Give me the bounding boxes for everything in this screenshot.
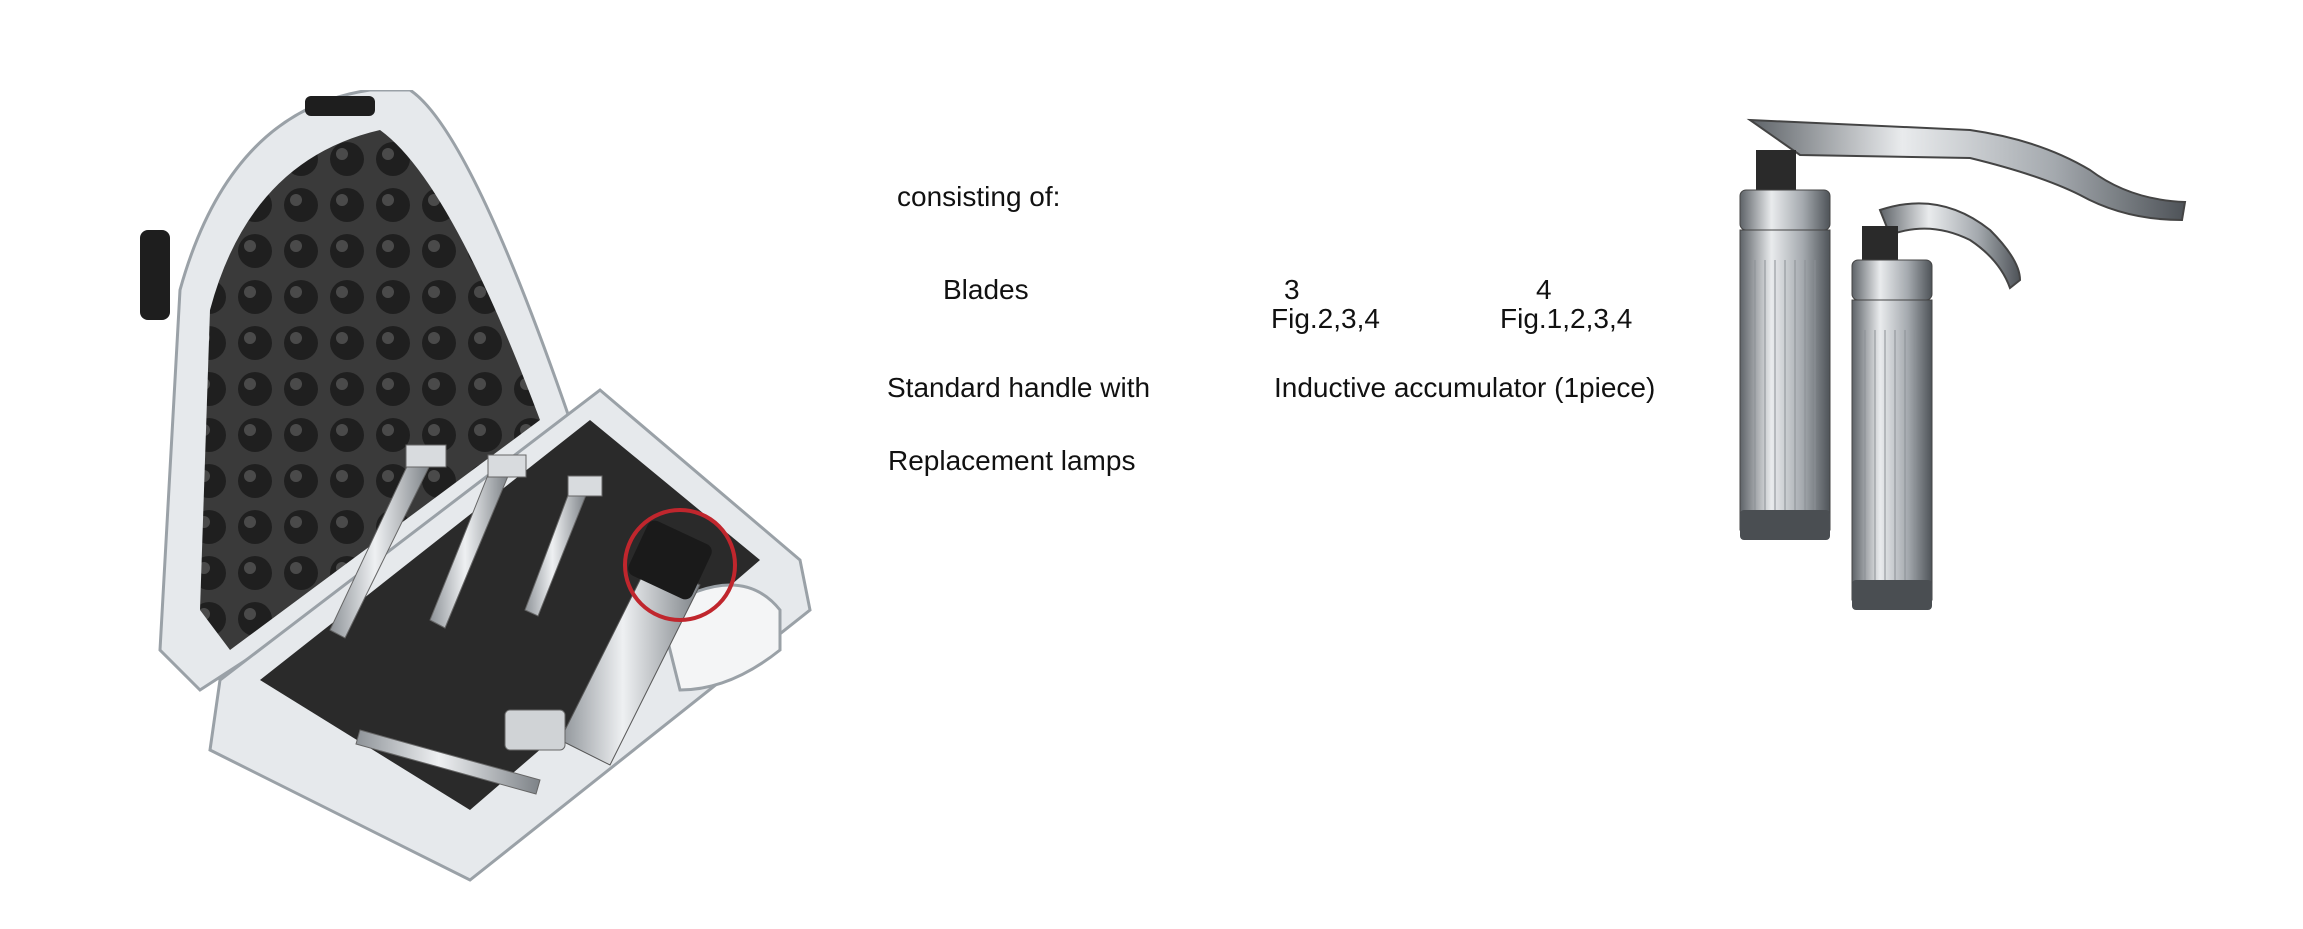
laryngoscope-handles-image (1739, 118, 2187, 610)
case-lid (140, 90, 572, 692)
standard-handle-value: Inductive accumulator (1piece) (1274, 372, 1656, 403)
lid-hinge (140, 230, 170, 320)
blades-col2-figs: Fig.1,2,3,4 (1500, 303, 1633, 334)
blades-in-case (329, 444, 603, 795)
small-handle (1851, 202, 2022, 610)
highlight-circle (623, 508, 737, 622)
blades-label: Blades (943, 274, 1029, 305)
case-handle (658, 583, 782, 692)
blades-col1-number: 3 (1284, 274, 1300, 305)
replacement-lamps-label: Replacement lamps (888, 445, 1136, 476)
small-blade-hinge (1862, 226, 1898, 266)
large-blade-hinge (1756, 150, 1796, 190)
large-handle (1739, 118, 2187, 540)
blades-col1-figs: Fig.2,3,4 (1271, 303, 1380, 334)
standard-handle-label: Standard handle with (887, 372, 1151, 403)
laryngoscope-kit-case-image (140, 90, 812, 882)
handle-in-case (504, 520, 712, 766)
blades-col2-number: 4 (1536, 274, 1552, 305)
lid-latch (305, 96, 375, 116)
consisting-of-heading: consisting of: (897, 181, 1061, 212)
